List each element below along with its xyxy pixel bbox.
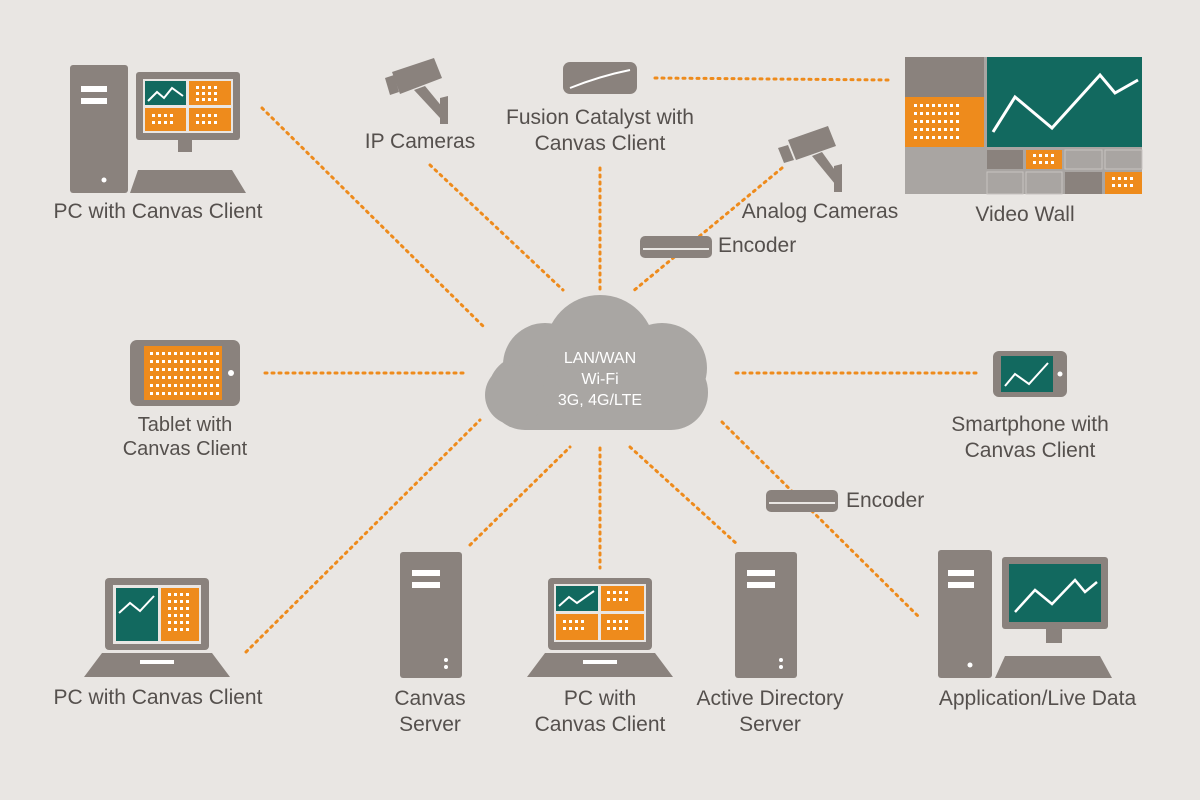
encoder-top-label: Encoder (718, 234, 797, 257)
smartphone-label: Smartphone with Canvas Client (925, 412, 1135, 464)
analog-cameras-label: Analog Cameras (741, 200, 899, 223)
video-wall-icon (905, 57, 1143, 195)
video-wall-label: Video Wall (975, 203, 1075, 226)
canvas-server-label-line-2: Server (399, 713, 461, 736)
cloud-line-1: LAN/WAN (563, 350, 637, 367)
fusion-label: Fusion Catalyst with Canvas Client (480, 105, 720, 157)
cloud-label: LAN/WAN Wi-Fi 3G, 4G/LTE (520, 348, 680, 411)
laptop-icon (84, 578, 230, 677)
link-analog-cameras (630, 166, 784, 294)
encoder-right-label: Encoder (846, 489, 925, 512)
cloud-line-2: Wi-Fi (581, 371, 619, 388)
canvas-server-label: Canvas Server (360, 686, 500, 738)
fusion-label-line-2: Canvas Client (534, 132, 666, 155)
camera-icon (385, 58, 448, 124)
app-live-data-label: Application/Live Data (938, 687, 1137, 710)
pc-icon (70, 65, 246, 193)
pc-top-left-label: PC with Canvas Client (53, 200, 263, 223)
catalyst-icon (563, 62, 637, 94)
fusion-label-line-1: Fusion Catalyst with (506, 106, 694, 129)
link-ip-cameras (428, 163, 565, 292)
server-icon (400, 552, 462, 678)
pc-icon (938, 550, 1112, 678)
tablet-icon (130, 340, 240, 406)
smartphone-label-line-2: Canvas Client (964, 439, 1096, 462)
encoder-icon (766, 490, 838, 512)
tablet-label-line-1: Tablet with (137, 414, 233, 436)
tablet-label-line-2: Canvas Client (122, 438, 248, 460)
laptop-center-label-line-2: Canvas Client (534, 713, 666, 736)
link-pc-top-left (260, 106, 487, 330)
camera-icon (778, 126, 842, 192)
canvas-server-label-line-1: Canvas (394, 687, 466, 710)
active-directory-label-line-1: Active Directory (696, 687, 844, 710)
link-active-directory (628, 445, 740, 547)
connection-lines (244, 76, 979, 654)
link-app-live-data (720, 420, 922, 620)
smartphone-label-line-1: Smartphone with (951, 413, 1109, 436)
laptop-left-label: PC with Canvas Client (53, 686, 263, 709)
cloud-icon (485, 295, 708, 430)
active-directory-label-line-2: Server (739, 713, 801, 736)
laptop-center-label: PC with Canvas Client (510, 686, 690, 738)
link-laptop-left (244, 418, 482, 654)
encoder-icon (640, 236, 712, 258)
active-directory-label: Active Directory Server (675, 686, 865, 738)
tablet-label: Tablet with Canvas Client (100, 413, 270, 461)
laptop-center-label-line-1: PC with (563, 687, 637, 710)
link-fusion-videowall (653, 76, 892, 82)
laptop-icon (527, 578, 673, 677)
link-canvas-server (468, 445, 572, 547)
server-icon (735, 552, 797, 678)
smartphone-icon (993, 351, 1067, 397)
cloud-line-3: 3G, 4G/LTE (557, 392, 643, 409)
ip-cameras-label: IP Cameras (364, 130, 476, 153)
